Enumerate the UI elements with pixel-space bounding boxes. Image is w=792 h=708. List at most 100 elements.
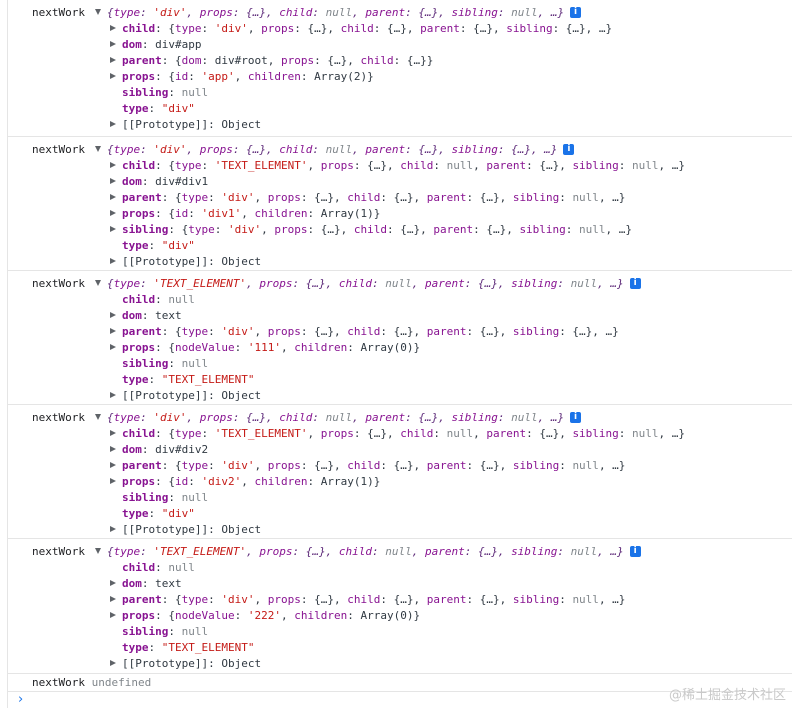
object-summary-toggle[interactable]: {type: 'div', props: {…}, child: null, p… xyxy=(95,410,582,426)
collapsed-triangle-icon[interactable] xyxy=(110,121,116,127)
property-row[interactable]: child: {type: 'TEXT_ELEMENT', props: {…}… xyxy=(110,426,685,442)
property-row[interactable]: props: {nodeValue: '222', children: Arra… xyxy=(110,608,420,624)
property-row[interactable]: sibling: {type: 'div', props: {…}, child… xyxy=(110,222,632,238)
collapsed-triangle-icon[interactable] xyxy=(110,162,116,168)
property-value: {id: 'div2', children: Array(1)} xyxy=(168,475,381,488)
collapsed-triangle-icon[interactable] xyxy=(110,526,116,532)
collapsed-triangle-icon[interactable] xyxy=(110,344,116,350)
property-row[interactable]: dom: div#div1 xyxy=(110,174,208,190)
property-key: sibling xyxy=(122,357,169,370)
property-row[interactable]: dom: div#app xyxy=(110,37,201,53)
info-icon[interactable]: i xyxy=(570,411,582,423)
property-row[interactable]: [[Prototype]]: Object xyxy=(110,117,261,133)
object-summary-toggle[interactable]: {type: 'div', props: {…}, child: null, p… xyxy=(95,5,582,21)
property-key: props xyxy=(122,341,156,354)
collapsed-triangle-icon[interactable] xyxy=(110,194,116,200)
collapsed-triangle-icon[interactable] xyxy=(110,446,116,452)
property-row: child: null xyxy=(122,293,195,306)
property-row[interactable]: props: {nodeValue: '111', children: Arra… xyxy=(110,340,420,356)
property-key: [[Prototype]] xyxy=(122,118,209,131)
property-row[interactable]: parent: {type: 'div', props: {…}, child:… xyxy=(110,592,625,608)
property-value: null xyxy=(168,293,195,306)
expanded-triangle-icon[interactable] xyxy=(95,9,101,15)
property-value: Object xyxy=(221,389,262,402)
log-label: nextWork xyxy=(32,277,85,290)
object-summary-text: {type: 'TEXT_ELEMENT', props: {…}, child… xyxy=(107,545,624,558)
property-row[interactable]: parent: {type: 'div', props: {…}, child:… xyxy=(110,190,625,206)
property-key: props xyxy=(122,70,156,83)
expanded-triangle-icon[interactable] xyxy=(95,414,101,420)
collapsed-triangle-icon[interactable] xyxy=(110,312,116,318)
property-key: parent xyxy=(122,459,162,472)
property-row[interactable]: props: {id: 'app', children: Array(2)} xyxy=(110,69,374,85)
collapsed-triangle-icon[interactable] xyxy=(110,430,116,436)
expanded-triangle-icon[interactable] xyxy=(95,548,101,554)
collapsed-triangle-icon[interactable] xyxy=(110,210,116,216)
collapsed-triangle-icon[interactable] xyxy=(110,226,116,232)
collapsed-triangle-icon[interactable] xyxy=(110,660,116,666)
object-summary-toggle[interactable]: {type: 'TEXT_ELEMENT', props: {…}, child… xyxy=(95,544,641,560)
collapsed-triangle-icon[interactable] xyxy=(110,258,116,264)
property-value: {type: 'div', props: {…}, child: {…}, pa… xyxy=(175,325,619,338)
object-summary-toggle[interactable]: {type: 'div', props: {…}, child: null, p… xyxy=(95,142,575,158)
property-value: div#div2 xyxy=(155,443,209,456)
property-row[interactable]: parent: {type: 'div', props: {…}, child:… xyxy=(110,324,619,340)
property-row[interactable]: parent: {type: 'div', props: {…}, child:… xyxy=(110,458,625,474)
property-row: type: "div" xyxy=(122,507,195,520)
property-value: {type: 'div', props: {…}, child: {…}, pa… xyxy=(168,22,613,35)
property-row: sibling: null xyxy=(122,86,209,99)
property-row[interactable]: child: {type: 'TEXT_ELEMENT', props: {…}… xyxy=(110,158,685,174)
expanded-triangle-icon[interactable] xyxy=(95,280,101,286)
collapsed-triangle-icon[interactable] xyxy=(110,178,116,184)
log-value: undefined xyxy=(91,676,152,689)
property-row: type: "div" xyxy=(122,239,195,252)
collapsed-triangle-icon[interactable] xyxy=(110,462,116,468)
info-icon[interactable]: i xyxy=(629,277,641,289)
property-row[interactable]: props: {id: 'div1', children: Array(1)} xyxy=(110,206,380,222)
property-row[interactable]: child: {type: 'div', props: {…}, child: … xyxy=(110,21,612,37)
collapsed-triangle-icon[interactable] xyxy=(110,580,116,586)
property-row: sibling: null xyxy=(122,625,209,638)
property-key: sibling xyxy=(122,86,169,99)
collapsed-triangle-icon[interactable] xyxy=(110,41,116,47)
property-value: Object xyxy=(221,523,262,536)
property-key: child xyxy=(122,561,156,574)
collapsed-triangle-icon[interactable] xyxy=(110,57,116,63)
collapsed-triangle-icon[interactable] xyxy=(110,612,116,618)
property-value: {type: 'TEXT_ELEMENT', props: {…}, child… xyxy=(168,159,686,172)
log-label: nextWork undefined xyxy=(32,676,152,689)
property-row[interactable]: [[Prototype]]: Object xyxy=(110,656,261,672)
property-key: parent xyxy=(122,325,162,338)
console-message: nextWork {type: 'TEXT_ELEMENT', props: {…… xyxy=(8,271,792,405)
property-row: type: "TEXT_ELEMENT" xyxy=(122,641,255,654)
property-row[interactable]: dom: text xyxy=(110,308,182,324)
property-key: child xyxy=(122,159,156,172)
collapsed-triangle-icon[interactable] xyxy=(110,328,116,334)
console-message-undefined: nextWork undefined xyxy=(8,674,792,692)
property-row[interactable]: dom: text xyxy=(110,576,182,592)
property-row[interactable]: [[Prototype]]: Object xyxy=(110,254,261,270)
collapsed-triangle-icon[interactable] xyxy=(110,25,116,31)
property-row[interactable]: props: {id: 'div2', children: Array(1)} xyxy=(110,474,380,490)
collapsed-triangle-icon[interactable] xyxy=(110,73,116,79)
property-key: type xyxy=(122,373,149,386)
property-row[interactable]: dom: div#div2 xyxy=(110,442,208,458)
console-prompt-chevron[interactable]: › xyxy=(18,692,24,707)
property-key: parent xyxy=(122,593,162,606)
property-row[interactable]: parent: {dom: div#root, props: {…}, chil… xyxy=(110,53,433,69)
property-key: [[Prototype]] xyxy=(122,389,209,402)
property-row[interactable]: [[Prototype]]: Object xyxy=(110,388,261,404)
info-icon[interactable]: i xyxy=(563,143,575,155)
collapsed-triangle-icon[interactable] xyxy=(110,596,116,602)
property-value: {id: 'div1', children: Array(1)} xyxy=(168,207,381,220)
collapsed-triangle-icon[interactable] xyxy=(110,478,116,484)
property-key: [[Prototype]] xyxy=(122,523,209,536)
expanded-triangle-icon[interactable] xyxy=(95,146,101,152)
collapsed-triangle-icon[interactable] xyxy=(110,392,116,398)
property-row[interactable]: [[Prototype]]: Object xyxy=(110,522,261,538)
object-summary-toggle[interactable]: {type: 'TEXT_ELEMENT', props: {…}, child… xyxy=(95,276,641,292)
info-icon[interactable]: i xyxy=(570,6,582,18)
info-icon[interactable]: i xyxy=(629,545,641,557)
property-value: null xyxy=(181,625,209,638)
